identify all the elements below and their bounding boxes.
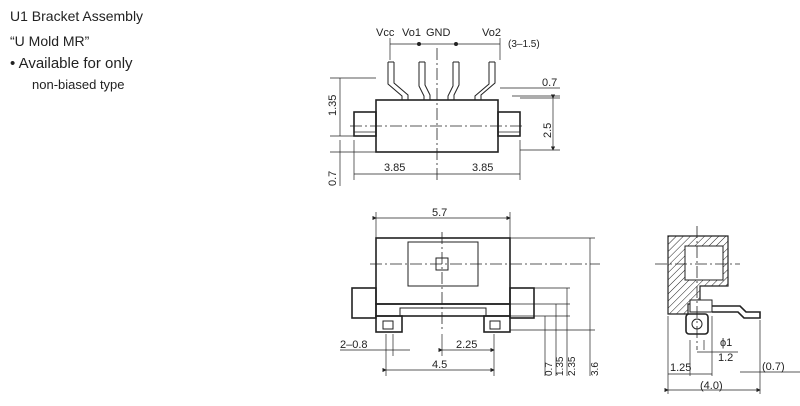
lead-vo1: [418, 61, 431, 100]
dim-bottom-width: 4.5: [432, 359, 447, 371]
lead-gnd: [447, 61, 460, 100]
dim-lead-offset: 0.7: [542, 77, 557, 89]
side-lead: [712, 305, 761, 319]
body-front-view: [375, 237, 511, 305]
dim-left-half: 3.85: [384, 162, 405, 174]
pin-label-gnd: GND: [426, 27, 451, 39]
side-view: ϕ1 1.2 1.25 (4.0) (0.7): [655, 226, 800, 394]
lead-vo2: [474, 61, 496, 100]
dim-v2: 1.35: [555, 356, 566, 376]
section-cavity: [684, 245, 724, 281]
availability-note: • Available for only: [10, 55, 133, 72]
dim-top-height: 1.35: [327, 95, 339, 116]
dim-pad-center: 2.25: [456, 339, 477, 351]
tab-right: [509, 287, 535, 319]
dim-4-0: (4.0): [700, 380, 723, 392]
base-recess: [399, 307, 487, 317]
pin-label-vo2: Vo2: [482, 27, 501, 39]
sensor-chip: [689, 299, 713, 313]
base-front-view: [375, 303, 511, 317]
pad-right: [483, 315, 511, 333]
dim-top-width: 5.7: [432, 207, 447, 219]
availability-detail: non-biased type: [32, 77, 125, 92]
pin-label-vcc: Vcc: [376, 27, 395, 39]
dim-body-height: 2.5: [542, 123, 554, 138]
dim-v3: 2.35: [567, 356, 578, 376]
pin-label-vo1: Vo1: [402, 27, 421, 39]
tab-left: [351, 287, 377, 319]
dim-1-25: 1.25: [670, 362, 691, 374]
dim-1-2: 1.2: [718, 352, 733, 364]
assembly-title: U1 Bracket Assembly: [10, 8, 144, 24]
pad-left: [375, 315, 403, 333]
pitch-dot: [454, 42, 458, 46]
dim-pitch: (3–1.5): [508, 39, 540, 50]
dim-phi: ϕ1: [720, 337, 732, 349]
pad-hole-left: [382, 320, 394, 330]
tab-left: [353, 111, 377, 137]
dim-v1: 0.7: [544, 362, 555, 376]
top-view: Vcc Vo1 GND Vo2 (3–1.5) 0.7 2.5: [327, 27, 560, 186]
dim-pad: 2–0.8: [340, 339, 368, 351]
dim-v4: 3.6: [590, 362, 601, 376]
mold-subtitle: “U Mold MR”: [10, 33, 90, 49]
lead-vcc: [387, 61, 409, 100]
pad-hole-right: [489, 320, 501, 330]
dim-right-half: 3.85: [472, 162, 493, 174]
tab-right: [497, 111, 521, 137]
pitch-dot: [417, 42, 421, 46]
dim-bottom-offset: 0.7: [327, 171, 339, 186]
dim-0-7: (0.7): [762, 361, 785, 373]
front-view: 5.7 0.7 1.35 2.35 3.6: [340, 207, 601, 376]
